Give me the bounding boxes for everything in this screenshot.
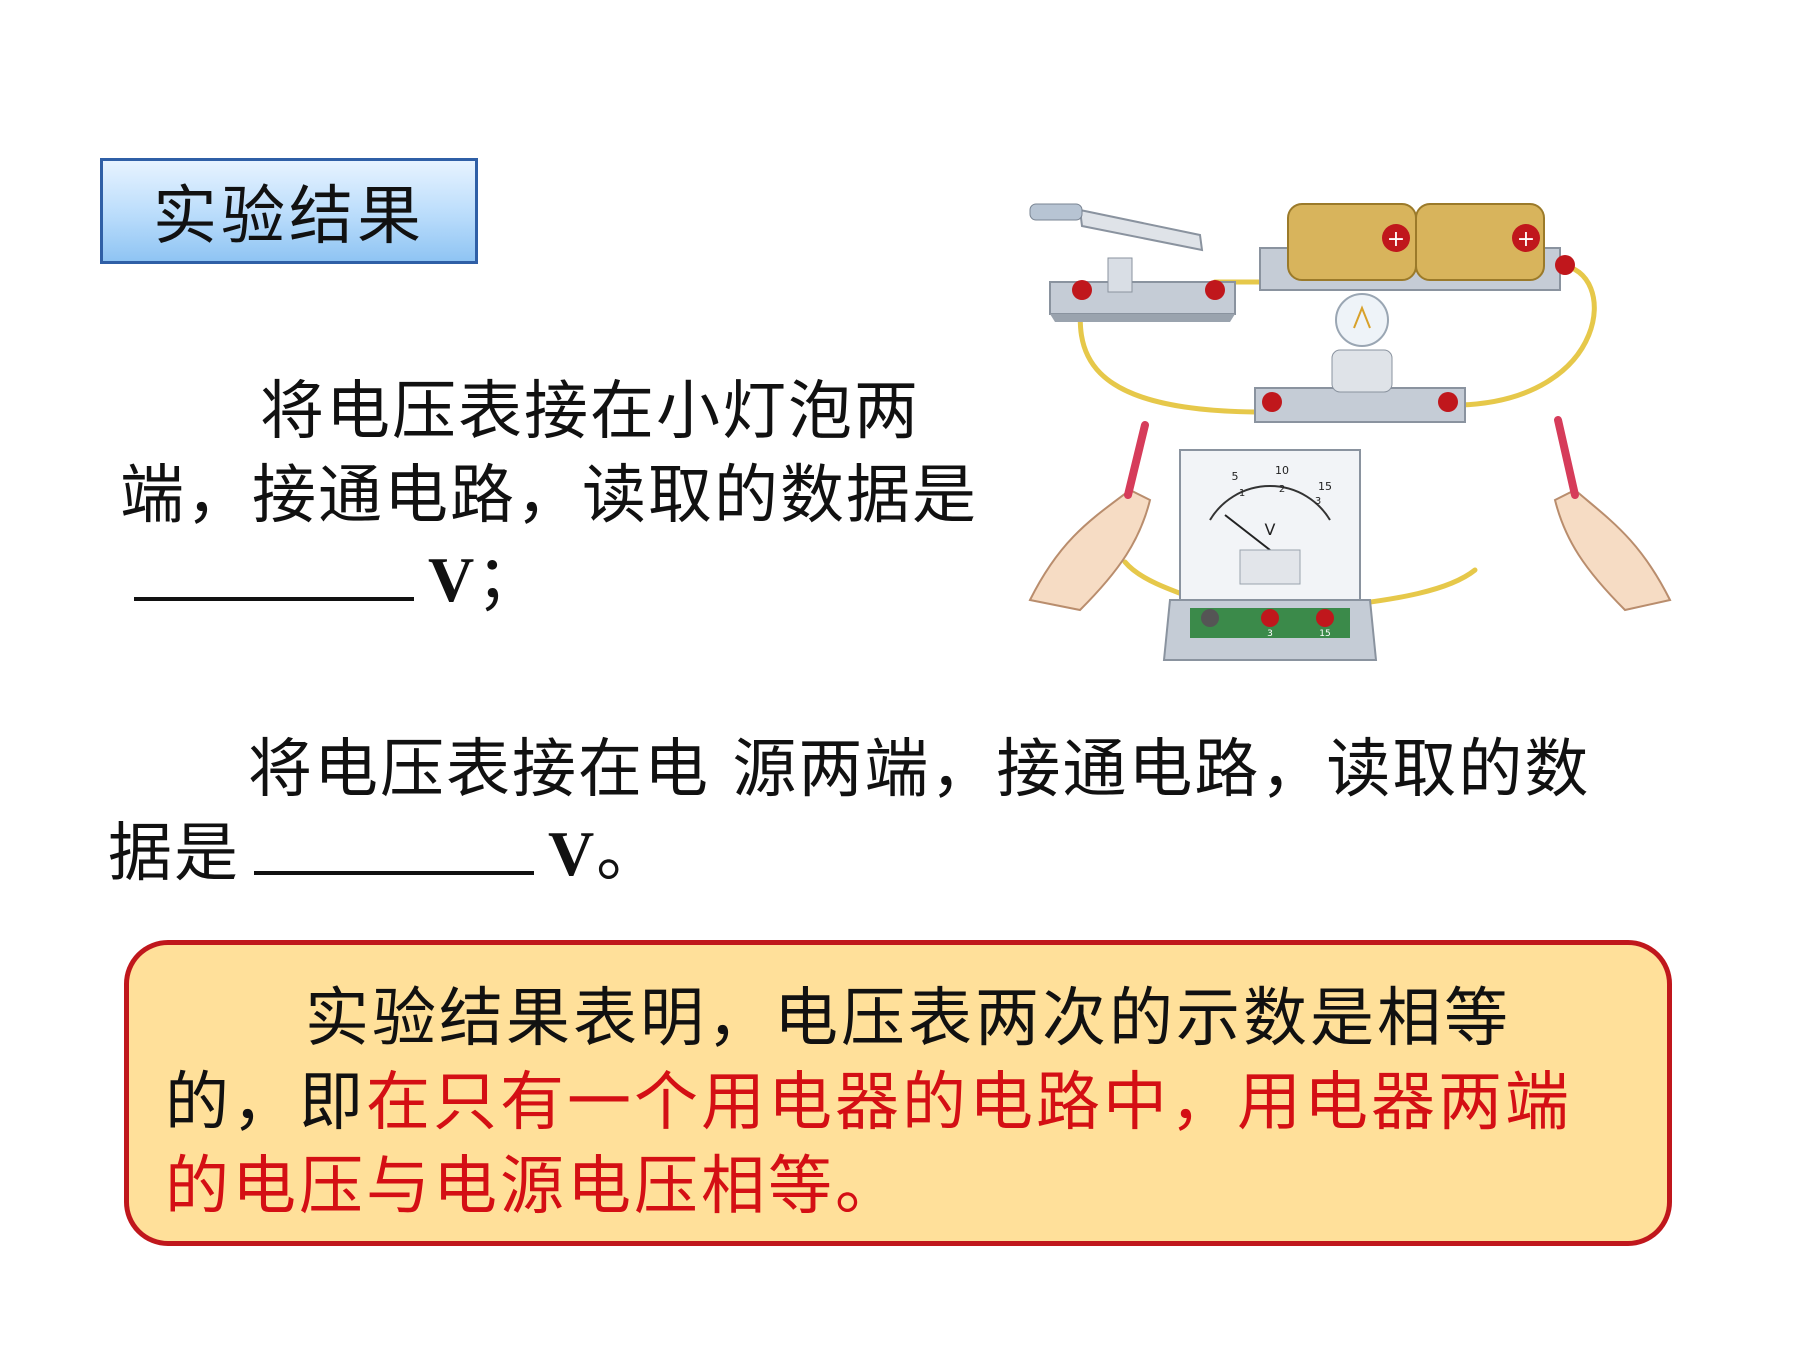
lamp-base (1254, 387, 1466, 423)
scale-top-label: 5 (1232, 470, 1239, 483)
left-probe (1124, 421, 1149, 499)
plus-icon (1512, 224, 1540, 252)
plus-symbol: + (1387, 227, 1405, 252)
right-hand (1553, 488, 1672, 612)
paragraph2-end: 。 (596, 817, 663, 891)
paragraph2-unit: V (548, 818, 597, 889)
meter-window (1239, 549, 1301, 585)
right-probe (1554, 416, 1579, 499)
terminal (1555, 255, 1575, 275)
hands-with-probes (1028, 416, 1672, 612)
terminal (1438, 392, 1458, 412)
answer-blank-1 (134, 589, 414, 601)
terminal-label: 3 (1267, 629, 1273, 639)
scale-top-label: 15 (1318, 480, 1332, 493)
paragraph1-unit: V (428, 544, 477, 615)
section-title: 实验结果 (100, 158, 478, 264)
terminal (1316, 609, 1334, 627)
lightbulb-icon (1335, 293, 1389, 347)
scale-top-label: 10 (1275, 464, 1289, 477)
terminal (1072, 280, 1092, 300)
terminal-negative (1201, 609, 1219, 627)
scale-bottom-label: 3 (1315, 496, 1321, 507)
terminal (1205, 280, 1225, 300)
conclusion-highlight: 在只有一个用电器的电路中，用电器两端的电压与电源电压相等。 (165, 1066, 1572, 1224)
switch-post (1107, 257, 1133, 293)
filament (1353, 305, 1371, 329)
terminal (1261, 609, 1279, 627)
lamp-holder (1254, 293, 1466, 423)
voltmeter: V 5 10 15 1 2 3 3 15 (1162, 449, 1378, 661)
scale-bottom-label: 1 (1239, 488, 1245, 499)
paragraph2-text: 将电压表接在电 源两端，接通电路，读取的数据是 (108, 733, 1591, 891)
terminal (1262, 392, 1282, 412)
switch-base-side (1050, 314, 1235, 322)
paragraph-lamp-measurement: 将电压表接在小灯泡两端，接通电路，读取的数据是 V； (120, 370, 990, 622)
paragraph1-text: 将电压表接在小灯泡两端，接通电路，读取的数据是 (120, 375, 978, 533)
knife-switch (1029, 203, 1236, 322)
switch-handle (1029, 203, 1083, 221)
meter-unit-label: V (1265, 520, 1276, 539)
plus-symbol: + (1517, 227, 1535, 252)
conclusion-lead: 实验结果表明，电压表两次的示数是相等的，即 (165, 982, 1511, 1140)
answer-blank-2 (254, 863, 534, 875)
battery-pack: + + (1259, 203, 1575, 291)
battery-cell (1415, 203, 1545, 281)
wire-battery-to-lamp (1457, 262, 1597, 408)
circuit-illustration: + + V 5 10 15 1 2 3 3 15 (1028, 203, 1672, 661)
meter-scale (1209, 485, 1331, 521)
left-hand (1028, 488, 1152, 612)
switch-blade (1078, 208, 1204, 252)
scale-bottom-label: 2 (1279, 484, 1285, 495)
meter-needle (1224, 514, 1271, 551)
paragraph1-end: ； (476, 543, 543, 617)
lamp-socket (1331, 349, 1393, 393)
plus-icon (1382, 224, 1410, 252)
conclusion-box: 实验结果表明，电压表两次的示数是相等的，即在只有一个用电器的电路中，用电器两端的… (124, 940, 1672, 1246)
terminal-label: 15 (1319, 629, 1330, 639)
